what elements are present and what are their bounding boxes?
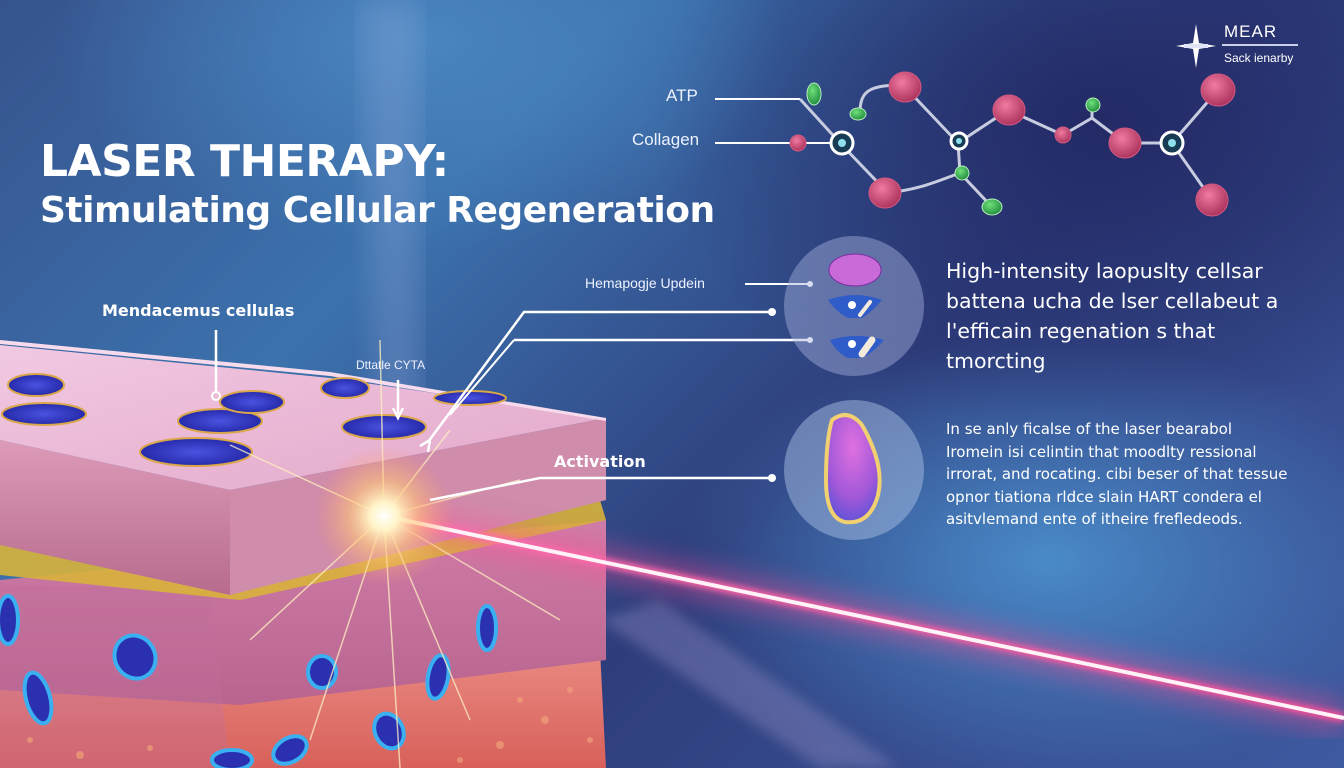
label-collagen: Collagen — [632, 130, 700, 149]
description-upper-line: High-intensity laopuslty cellsar — [946, 259, 1263, 283]
description-upper: High-intensity laopuslty cellsar battena… — [946, 256, 1326, 376]
label-cyta: Dttatle CYTA — [356, 358, 426, 372]
description-lower: In se anly ficalse of the laser bearabol… — [946, 418, 1326, 531]
description-upper-line: battena ucha de lser cellabeut a — [946, 289, 1279, 313]
page-title: LASER THERAPY: — [40, 136, 449, 187]
sparkle-star-icon — [1176, 24, 1216, 68]
description-upper-line: tmorcting — [946, 349, 1046, 373]
description-lower-line: Iromein isi celintin that moodlty ressio… — [946, 442, 1257, 461]
brand-name: MEAR — [1224, 22, 1278, 41]
label-cells: Mendacemus cellulas — [102, 301, 295, 320]
cell-callout-circle — [784, 400, 924, 540]
description-upper-line: l'efficain regenation s that — [946, 319, 1216, 343]
organelle-callout-circle — [784, 236, 924, 376]
page-subtitle: Stimulating Cellular Regeneration — [40, 190, 715, 231]
description-lower-line: asitvlemand ente of itheire frefledeods. — [946, 510, 1243, 528]
surface-cells — [1, 373, 507, 467]
dermal-cells — [0, 594, 498, 768]
laser-flare — [314, 446, 454, 586]
fat-texture — [27, 687, 593, 763]
description-lower-line: In se anly ficalse of the laser bearabol — [946, 420, 1233, 438]
label-organelle: Hemapogje Updein — [585, 275, 705, 291]
brand-tagline: Sack ienarby — [1224, 51, 1294, 65]
label-atp: ATP — [666, 86, 698, 105]
leader-lines — [214, 98, 835, 502]
leader-dots — [211, 281, 813, 482]
molecule-diagram — [789, 71, 1236, 217]
laser-beam — [381, 504, 1344, 730]
description-lower-line: opnor tiationa rldce slain HART condera … — [946, 487, 1262, 506]
label-activation: Activation — [554, 452, 646, 471]
brand-divider — [1222, 44, 1298, 46]
description-lower-line: irrorat, and rocating. cibi beser of tha… — [946, 465, 1288, 483]
